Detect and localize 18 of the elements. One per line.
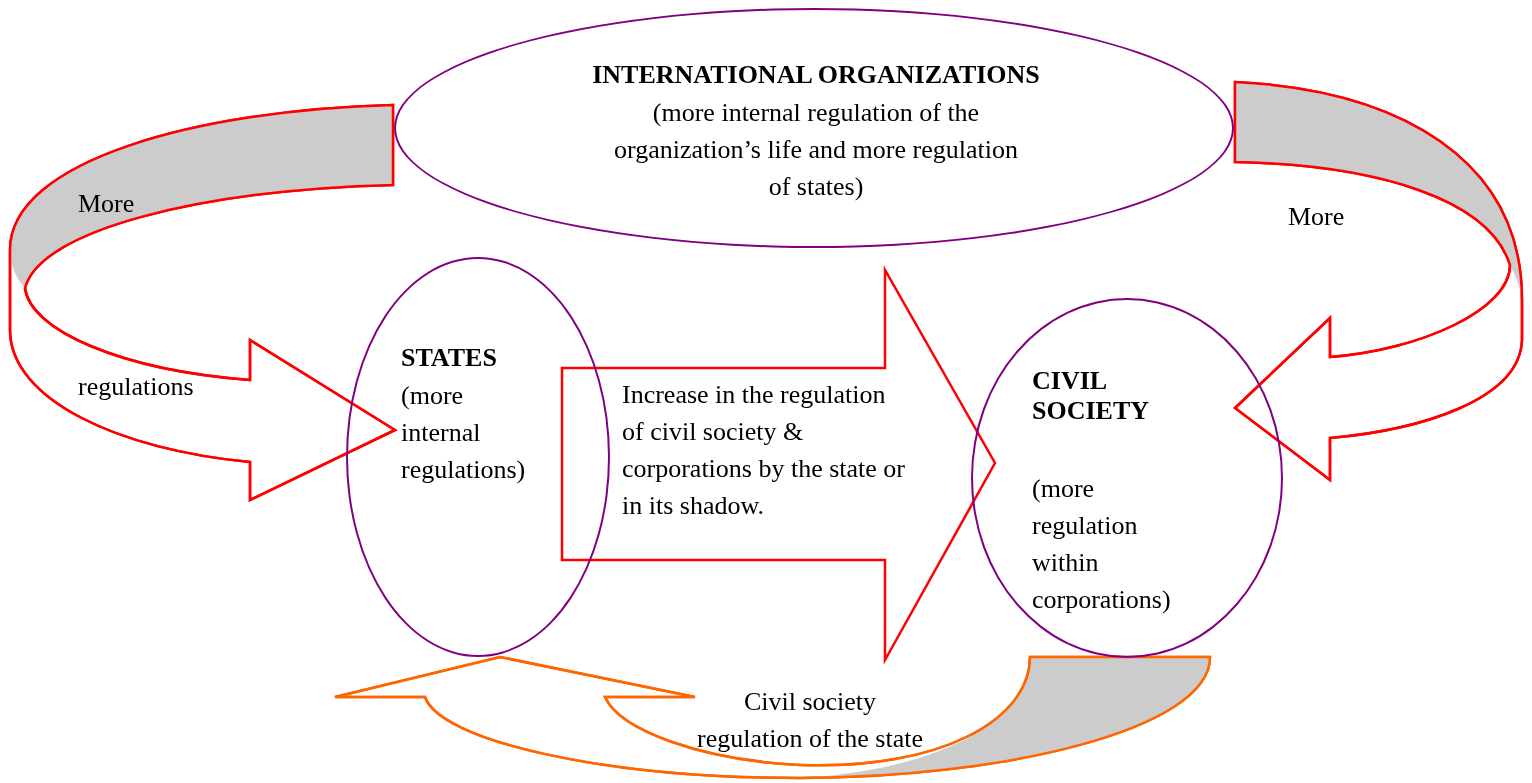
node-heading: CIVIL SOCIETY bbox=[1032, 366, 1151, 426]
text-label: regulations bbox=[78, 372, 194, 402]
ellipse-node bbox=[346, 257, 610, 657]
block-arrow bbox=[1233, 80, 1524, 482]
block-arrow bbox=[8, 103, 397, 502]
edge-label: Increase in the regulation of civil society & corporations by the state or in its shadow. bbox=[622, 379, 907, 522]
block-arrow bbox=[560, 265, 997, 665]
block-arrow bbox=[333, 655, 1212, 780]
edge-label: More bbox=[1288, 201, 1346, 233]
node-text: (more internal regulations) bbox=[401, 380, 527, 486]
node-heading: STATES bbox=[401, 343, 498, 373]
ellipse-node bbox=[971, 298, 1283, 658]
node-text: (more regulation within corporations) bbox=[1032, 473, 1172, 616]
node-heading: INTERNATIONAL ORGANIZATIONS bbox=[591, 60, 1041, 90]
ellipse-node bbox=[394, 8, 1234, 248]
node-text: (more internal regulation of the organization’s life and more regulation of states) bbox=[613, 97, 1019, 203]
edge-label: More bbox=[78, 188, 136, 220]
edge-label: Civil society regulation of the state bbox=[696, 686, 924, 755]
